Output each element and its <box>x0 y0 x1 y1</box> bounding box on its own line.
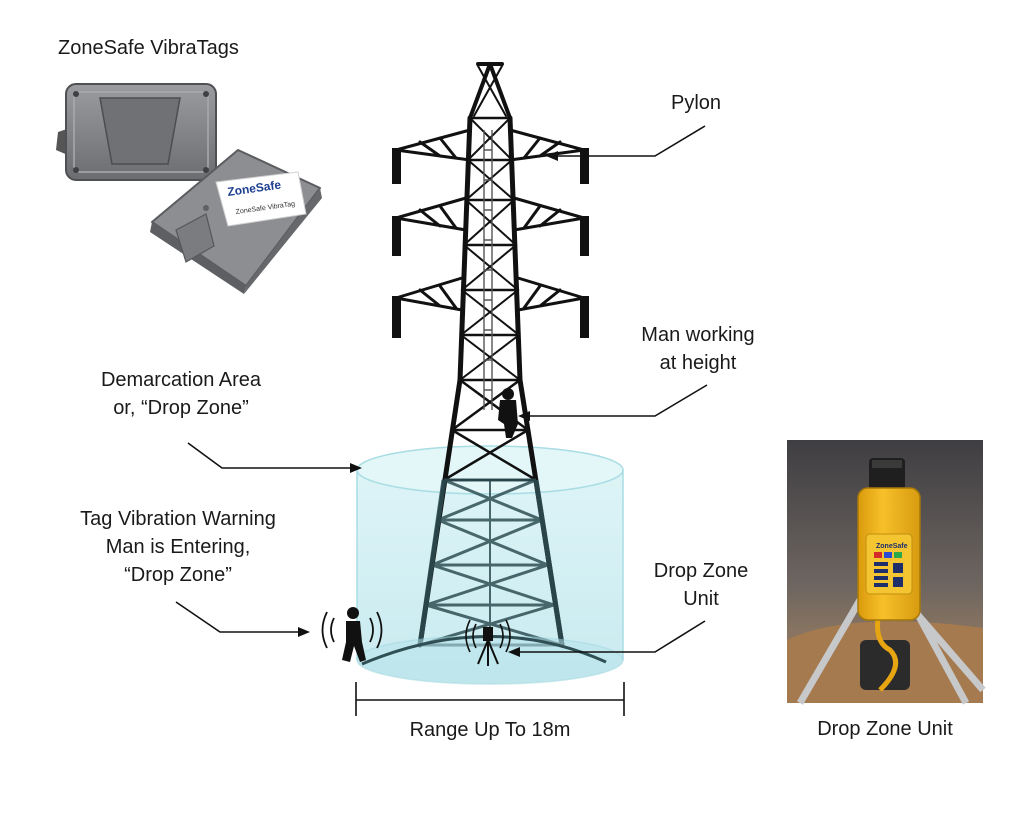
range-dimension <box>355 682 625 716</box>
drop-zone-unit-photo: ZoneSafe <box>787 440 986 705</box>
demarcation-label-line1: Demarcation Area <box>100 369 262 391</box>
climber-worker-icon <box>498 388 518 438</box>
drop-zone-unit-caption-text: Drop Zone Unit <box>817 718 953 740</box>
drop-zone-unit-label: Drop Zone Unit <box>636 557 766 613</box>
unit-brand-text: ZoneSafe <box>876 543 908 550</box>
pylon-insulators <box>392 148 589 338</box>
worker-vibration-waves-icon <box>321 611 383 649</box>
man-working-callout-line <box>528 384 708 417</box>
demarcation-label-line2: or, “Drop Zone” <box>113 397 249 419</box>
pylon-lower-section <box>417 478 565 647</box>
vibratags-title: ZoneSafe VibraTags <box>58 34 239 62</box>
tripod-icon <box>477 627 499 666</box>
vibration-waves-icon <box>465 619 511 653</box>
demarcation-label: Demarcation Area or, “Drop Zone” <box>76 366 286 422</box>
drop-zone-unit-label-line2: Unit <box>683 588 719 610</box>
range-label: Range Up To 18m <box>376 716 604 744</box>
pylon-callout-line <box>556 125 706 157</box>
drop-zone-unit-label-line1: Drop Zone <box>653 560 749 582</box>
tag-warning-label: Tag Vibration Warning Man is Entering, “… <box>60 505 296 589</box>
vibratags-title-text: ZoneSafe VibraTags <box>58 37 239 59</box>
demarcation-callout-line <box>187 442 352 469</box>
tag-warning-label-line1: Tag Vibration Warning <box>80 508 276 530</box>
range-label-text: Range Up To 18m <box>409 719 571 741</box>
drop-zone-unit-callout-line <box>518 620 706 653</box>
pylon-label: Pylon <box>671 89 721 117</box>
pylon-ladder <box>483 130 493 410</box>
drop-zone-unit-caption: Drop Zone Unit <box>786 715 984 743</box>
vibratag-front: ZoneSafe ZoneSafe VibraTag <box>150 149 322 294</box>
callout-arrows <box>175 125 708 653</box>
man-working-label-line2: at height <box>659 352 737 374</box>
vibratag-back <box>56 83 217 181</box>
callout-arrowheads <box>298 151 558 657</box>
worker-icon <box>342 607 366 662</box>
tag-warning-label-line3: “Drop Zone” <box>124 564 232 586</box>
man-working-label-line1: Man working <box>641 324 755 346</box>
tag-warning-callout-line <box>175 601 300 633</box>
pylon-label-text: Pylon <box>671 92 722 114</box>
man-working-label: Man working at height <box>628 321 768 377</box>
tag-warning-label-line2: Man is Entering, <box>105 536 251 558</box>
